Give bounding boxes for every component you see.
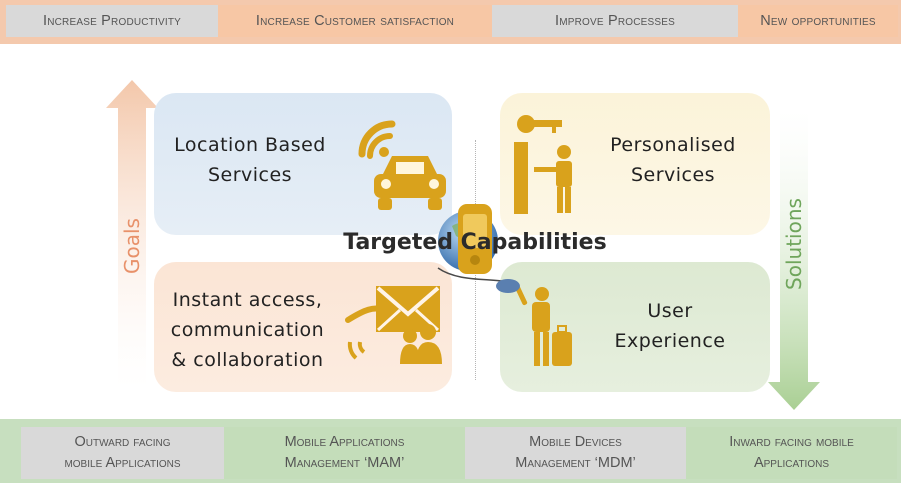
user-experience-text: User Experience [614,300,726,352]
goal-improve-processes: Improve Processes [492,5,738,37]
goals-arrow [106,80,158,390]
center-title: Targeted Capabilities [343,230,607,255]
solution-outward-apps-label: Outward facing mobile Applications [64,434,181,471]
goals-label: Goals [120,218,144,274]
solution-inward-apps-label: Inward facing mobile Applications [729,434,854,471]
goal-new-opportunities: New opportunities [738,5,898,37]
envelope-people-icon [345,286,442,364]
solution-mdm-label: Mobile Devices Management ‘MDM’ [515,434,636,471]
solutions-arrow [768,110,820,410]
solution-mam: Mobile Applications Management ‘MAM’ [224,427,465,479]
car-signal-icon [358,120,446,210]
solutions-label: Solutions [782,198,806,290]
quadrant-personalised-services [500,93,770,235]
globe-phone-icon [437,204,520,293]
solution-outward-apps: Outward facing mobile Applications [21,427,224,479]
solutions-banner: Outward facing mobile Applications Mobil… [0,419,901,483]
solution-mam-label: Mobile Applications Management ‘MAM’ [284,434,405,471]
personalised-services-text: Personalised Services [610,134,736,186]
goal-customer-satisfaction: Increase Customer satisfaction [218,5,492,37]
solution-mdm: Mobile Devices Management ‘MDM’ [465,427,686,479]
key-person-icon [514,115,572,214]
goals-banner: Increase Productivity Increase Customer … [0,0,901,44]
location-services-text: Location Based Services [174,134,326,186]
instant-access-text: Instant access, communication & collabor… [170,289,325,371]
goal-increase-productivity: Increase Productivity [6,5,218,37]
solution-inward-apps: Inward facing mobile Applications [686,427,897,479]
